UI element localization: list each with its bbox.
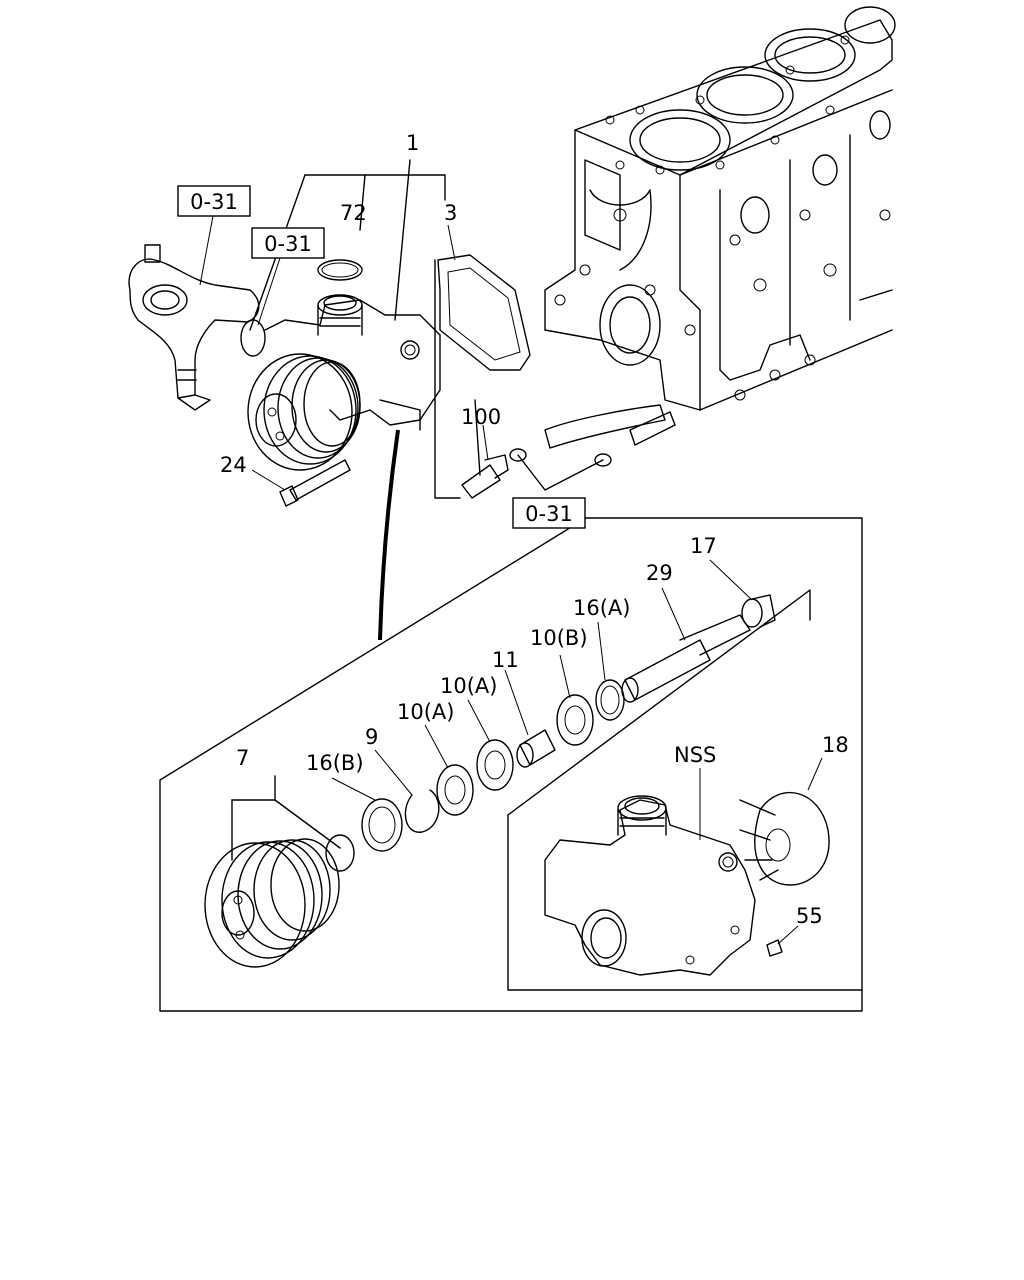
label-18: 18	[822, 733, 849, 757]
bearing-10a-left	[436, 764, 474, 816]
plug-55	[766, 939, 783, 957]
seal-17	[741, 594, 776, 628]
label-29: 29	[646, 561, 673, 585]
label-10a-1: 10(A)	[440, 674, 497, 698]
pulley-7	[204, 838, 340, 968]
label-7: 7	[236, 746, 249, 770]
label-24: 24	[220, 453, 247, 477]
label-10b: 10(B)	[530, 626, 588, 650]
bearing-10b	[556, 694, 594, 746]
label-10a-2: 10(A)	[397, 700, 454, 724]
ref-box-2[interactable]: 0-31	[251, 227, 325, 259]
svg-text:0-31: 0-31	[264, 232, 312, 256]
exploded-view-frame	[159, 517, 863, 1012]
label-100: 100	[461, 405, 501, 429]
label-9: 9	[365, 725, 378, 749]
engine-block	[544, 6, 896, 411]
svg-text:0-31: 0-31	[525, 502, 573, 526]
label-3: 3	[444, 201, 457, 225]
gasket-3	[437, 254, 531, 371]
label-17: 17	[690, 534, 717, 558]
o-ring-72	[317, 259, 363, 281]
shaft-29	[621, 614, 751, 703]
ref-box-1[interactable]: 0-31	[177, 185, 251, 217]
water-inlet-pipe	[128, 244, 266, 411]
ring-16a	[595, 679, 625, 721]
svg-text:0-31: 0-31	[190, 190, 238, 214]
label-11: 11	[492, 648, 519, 672]
connector-curve	[378, 429, 400, 641]
water-pump-assembly	[247, 294, 441, 507]
sensor-100	[461, 454, 509, 499]
label-1: 1	[406, 131, 419, 155]
label-16b: 16(B)	[306, 751, 364, 775]
pump-housing-nss	[544, 795, 756, 976]
label-72: 72	[340, 201, 367, 225]
label-55: 55	[796, 904, 823, 928]
ring-16b	[361, 798, 403, 852]
label-16a: 16(A)	[573, 596, 630, 620]
snap-ring-9	[404, 789, 440, 833]
bearing-10a-right	[476, 739, 514, 791]
hose	[509, 404, 676, 491]
impeller-18	[739, 791, 830, 886]
label-nss: NSS	[674, 743, 716, 767]
ref-box-3[interactable]: 0-31	[512, 497, 586, 529]
spacer-11	[519, 729, 556, 766]
